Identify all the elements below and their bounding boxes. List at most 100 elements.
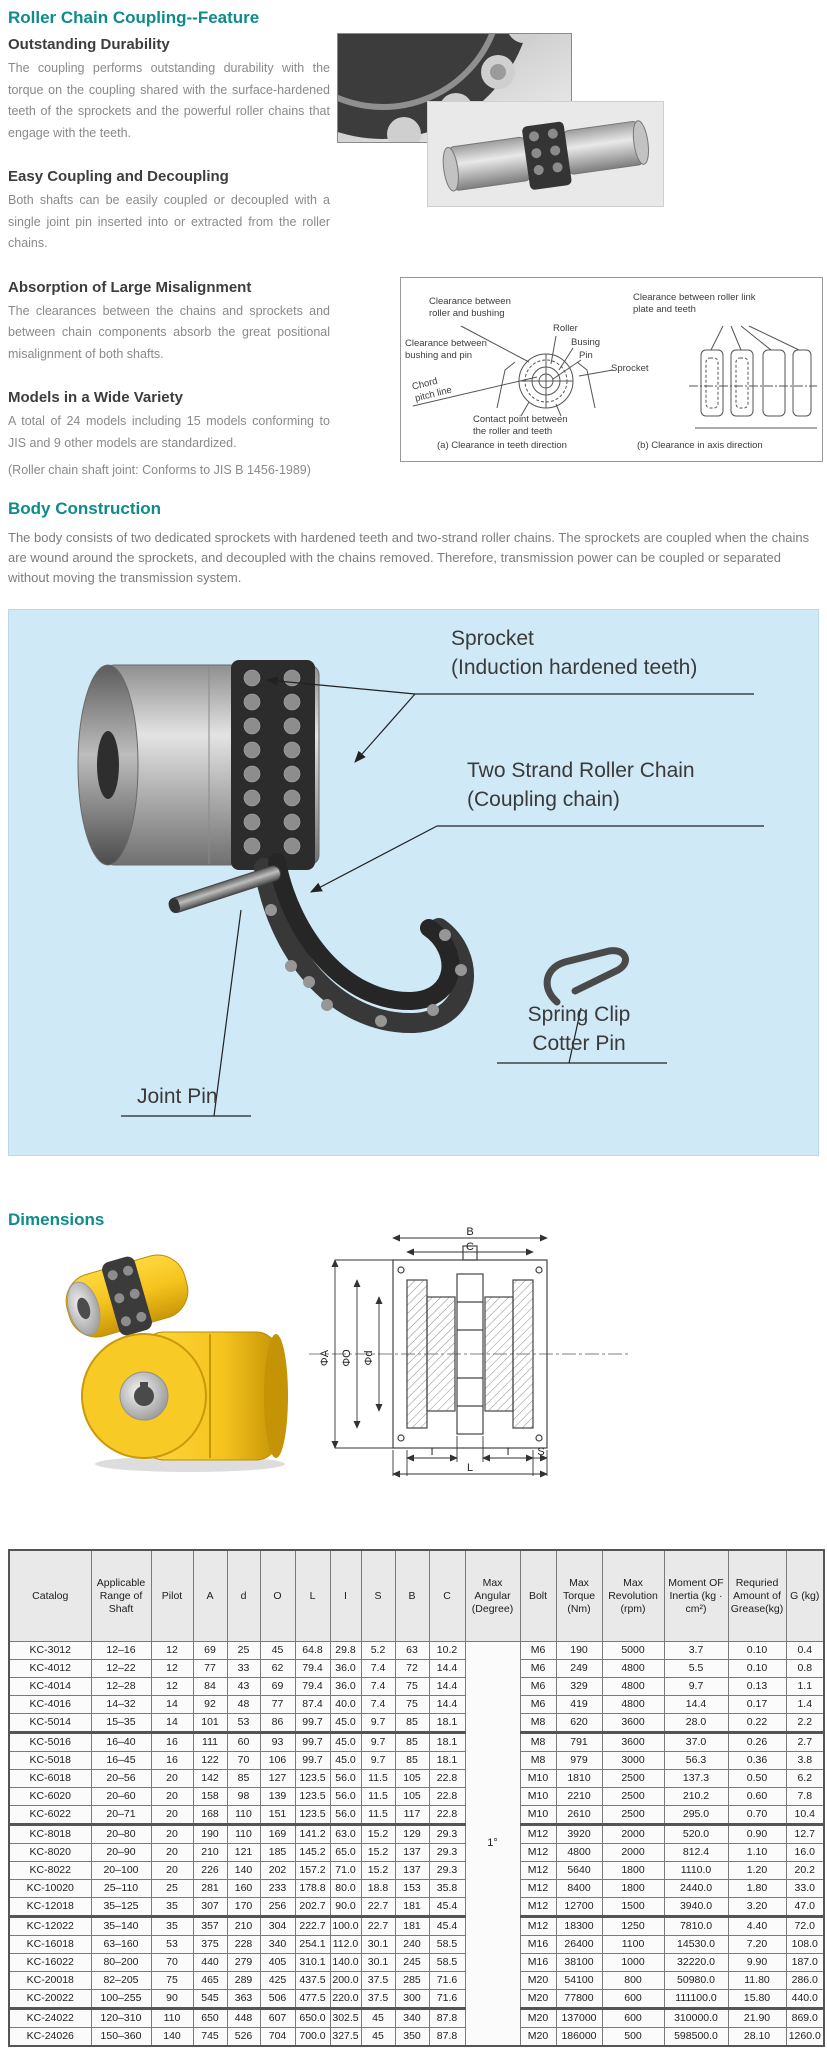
value-cell: 168 bbox=[192, 1805, 228, 1825]
label-roller: Roller bbox=[553, 323, 578, 334]
label-contact-point: Contact point between the roller and tee… bbox=[473, 414, 568, 437]
value-cell: 1100 bbox=[601, 1935, 665, 1954]
catalog-cell: KC-8022 bbox=[8, 1861, 92, 1880]
value-cell: 14530.0 bbox=[663, 1935, 729, 1954]
value-cell: 11.80 bbox=[727, 1971, 787, 1990]
value-cell: M6 bbox=[519, 1677, 557, 1696]
value-cell: 108.0 bbox=[785, 1935, 825, 1954]
value-cell: 200.0 bbox=[329, 1971, 362, 1990]
value-cell: 11.5 bbox=[360, 1787, 396, 1806]
value-cell: 140 bbox=[150, 2027, 194, 2047]
clearance-diagram-sketch bbox=[412, 325, 817, 429]
value-cell: 98 bbox=[226, 1787, 261, 1806]
value-cell: 90.0 bbox=[329, 1897, 362, 1917]
value-cell: 82–205 bbox=[90, 1971, 152, 1990]
value-cell: 16–45 bbox=[90, 1751, 152, 1770]
value-cell: 158 bbox=[192, 1787, 228, 1806]
value-cell: 440.0 bbox=[785, 1989, 825, 2009]
max-angular-cell: 1° bbox=[464, 1641, 521, 2047]
value-cell: 5000 bbox=[601, 1641, 665, 1660]
value-cell: 85 bbox=[226, 1769, 261, 1788]
value-cell: 1000 bbox=[601, 1953, 665, 1972]
value-cell: 202 bbox=[259, 1861, 296, 1880]
value-cell: 45.4 bbox=[428, 1915, 466, 1936]
column-header: L bbox=[294, 1549, 331, 1642]
value-cell: 29.3 bbox=[428, 1861, 466, 1880]
value-cell: 48 bbox=[226, 1695, 261, 1714]
value-cell: 35–125 bbox=[90, 1897, 152, 1917]
value-cell: 140.0 bbox=[329, 1953, 362, 1972]
coupling-illustration bbox=[428, 102, 663, 206]
value-cell: 22.8 bbox=[428, 1769, 466, 1788]
column-header: A bbox=[192, 1549, 228, 1642]
value-cell: 249 bbox=[555, 1659, 603, 1678]
value-cell: 16.0 bbox=[785, 1843, 825, 1862]
value-cell: 63 bbox=[394, 1641, 430, 1660]
value-cell: 440 bbox=[192, 1953, 228, 1972]
value-cell: 210.2 bbox=[663, 1787, 729, 1806]
column-header: B bbox=[394, 1549, 430, 1642]
value-cell: 72 bbox=[394, 1659, 430, 1678]
column-header: Bolt bbox=[519, 1549, 557, 1642]
value-cell: 7.8 bbox=[785, 1787, 825, 1806]
value-cell: 9.7 bbox=[360, 1751, 396, 1770]
value-cell: 704 bbox=[259, 2027, 296, 2047]
value-cell: 465 bbox=[192, 1971, 228, 1990]
value-cell: 3.8 bbox=[785, 1751, 825, 1770]
caption-axis-direction: (b) Clearance in axis direction bbox=[637, 440, 763, 451]
catalog-cell: KC-8018 bbox=[8, 1823, 92, 1844]
coupling-product-image-small bbox=[52, 1246, 202, 1346]
value-cell: 1800 bbox=[601, 1861, 665, 1880]
value-cell: 181 bbox=[394, 1915, 430, 1936]
value-cell: 0.13 bbox=[727, 1677, 787, 1696]
value-cell: 145.2 bbox=[294, 1843, 331, 1862]
diagram-label-chain: Two Strand Roller Chain (Coupling chain) bbox=[467, 756, 695, 814]
value-cell: 12–28 bbox=[90, 1677, 152, 1696]
value-cell: 15.2 bbox=[360, 1843, 396, 1862]
value-cell: 75 bbox=[394, 1695, 430, 1714]
column-header: I bbox=[329, 1549, 362, 1642]
value-cell: 29.3 bbox=[428, 1823, 466, 1844]
value-cell: M16 bbox=[519, 1953, 557, 1972]
catalog-cell: KC-4016 bbox=[8, 1695, 92, 1714]
value-cell: 3.7 bbox=[663, 1641, 729, 1660]
value-cell: 600 bbox=[601, 1989, 665, 2009]
value-cell: 3600 bbox=[601, 1713, 665, 1733]
value-cell: 45.0 bbox=[329, 1751, 362, 1770]
value-cell: 37.5 bbox=[360, 1989, 396, 2009]
value-cell: M12 bbox=[519, 1861, 557, 1880]
value-cell: 500 bbox=[601, 2027, 665, 2047]
value-cell: 14.4 bbox=[663, 1695, 729, 1714]
catalog-cell: KC-4012 bbox=[8, 1659, 92, 1678]
value-cell: 9.7 bbox=[663, 1677, 729, 1696]
value-cell: 5640 bbox=[555, 1861, 603, 1880]
diagram-label-sprocket: Sprocket (Induction hardened teeth) bbox=[451, 624, 697, 682]
value-cell: 650.0 bbox=[294, 2007, 331, 2028]
value-cell: 9.7 bbox=[360, 1713, 396, 1733]
catalog-cell: KC-5018 bbox=[8, 1751, 92, 1770]
value-cell: 22.7 bbox=[360, 1915, 396, 1936]
column-header: Applicable Range of Shaft bbox=[90, 1549, 152, 1642]
value-cell: M20 bbox=[519, 1989, 557, 2009]
value-cell: 2.2 bbox=[785, 1713, 825, 1733]
catalog-cell: KC-8020 bbox=[8, 1843, 92, 1862]
value-cell: 375 bbox=[192, 1935, 228, 1954]
value-cell: 448 bbox=[226, 2007, 261, 2028]
catalog-cell: KC-5014 bbox=[8, 1713, 92, 1733]
value-cell: 289 bbox=[226, 1971, 261, 1990]
value-cell: 20 bbox=[150, 1843, 194, 1862]
feature-title: Roller Chain Coupling--Feature bbox=[8, 8, 260, 27]
value-cell: 350 bbox=[394, 2027, 430, 2047]
value-cell: 5.5 bbox=[663, 1659, 729, 1678]
value-cell: 419 bbox=[555, 1695, 603, 1714]
catalog-cell: KC-5016 bbox=[8, 1731, 92, 1752]
value-cell: 45.0 bbox=[329, 1713, 362, 1733]
